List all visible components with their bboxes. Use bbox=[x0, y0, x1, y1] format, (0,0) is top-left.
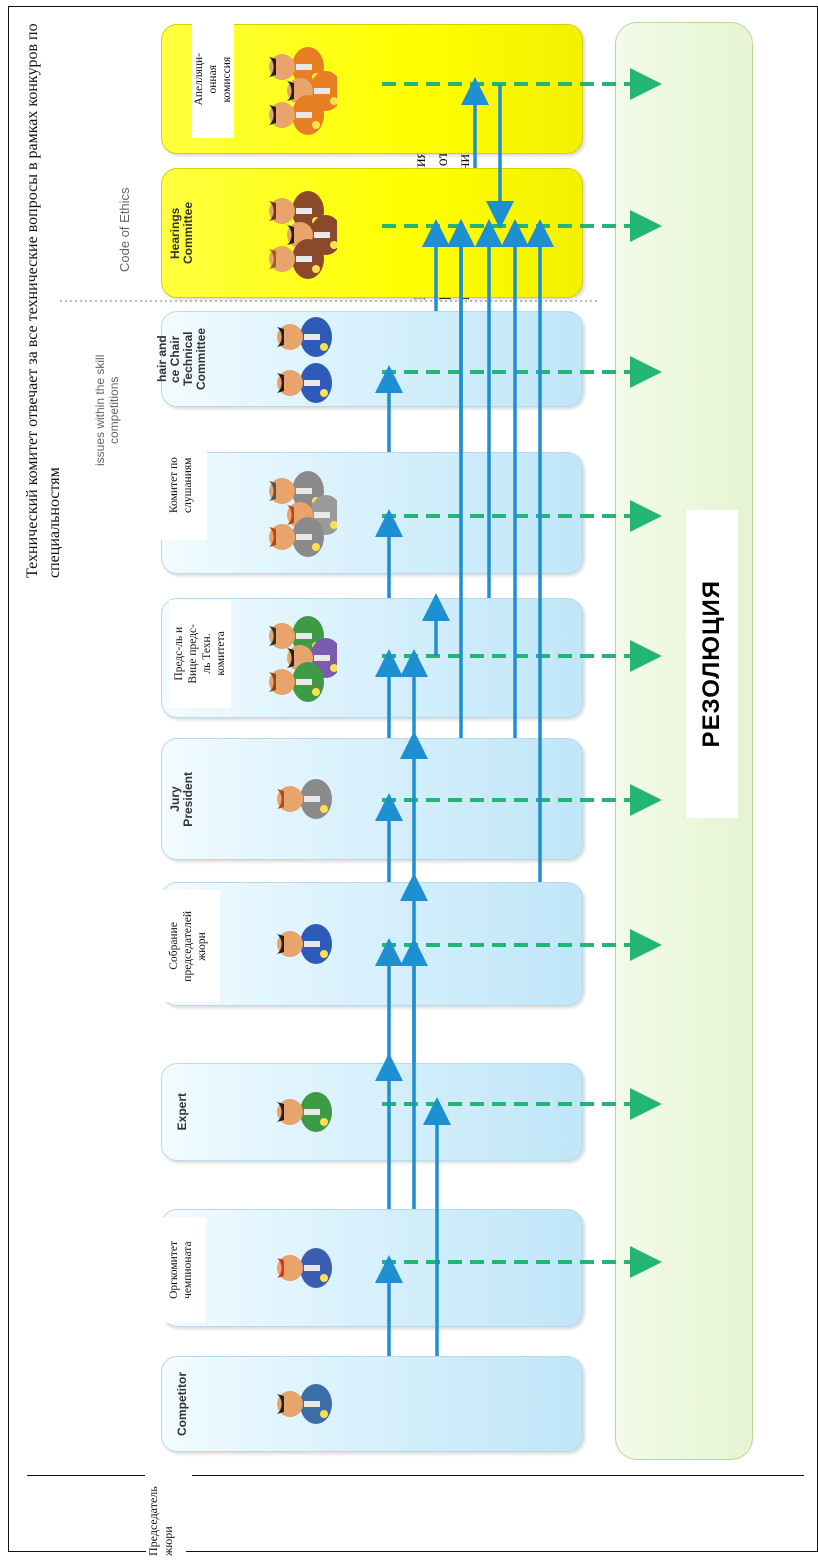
lane-overlay-label-box: Оргкомитет чемпионата bbox=[156, 1217, 206, 1323]
expert-person-icon bbox=[277, 1092, 332, 1132]
lane-6: Jury President meeting bbox=[161, 452, 583, 574]
jury-chairman-label: Председатель жюри bbox=[146, 1456, 186, 1556]
lane-overlay-label-box: Апелляци- онная комисcия bbox=[192, 20, 234, 138]
lane-overlay-label-box: Предс-ль и Вице предс- ль Техн. комитета bbox=[169, 600, 231, 708]
resolution-label-box: РЕЗОЛЮЦИЯ bbox=[686, 510, 738, 818]
jury-assembly-person-icon bbox=[277, 924, 332, 964]
appeal-group-icon bbox=[269, 47, 337, 135]
lane-7: hair and ce Chair Technical Committee bbox=[155, 311, 583, 407]
lane-4: Jury President bbox=[161, 738, 583, 860]
smt-group-icon bbox=[269, 616, 337, 702]
organizer-person-icon bbox=[277, 1248, 332, 1288]
bottom-rule-left bbox=[27, 1475, 145, 1476]
competitor-person-icon bbox=[277, 1384, 332, 1424]
jury-meeting-group-icon bbox=[269, 471, 337, 557]
lane-0: Competitor bbox=[161, 1356, 583, 1452]
tech-committee-group-icon bbox=[277, 317, 332, 403]
hearings-group-icon bbox=[269, 191, 337, 279]
lane-8: Hearings Committee bbox=[161, 168, 583, 298]
lane-2: Expert bbox=[161, 1063, 583, 1161]
jury-president-person-icon bbox=[277, 779, 332, 819]
lane-1 bbox=[161, 1209, 583, 1327]
lane-overlay-label-box: Собрание председателей жюри bbox=[156, 890, 220, 1002]
lane-overlay-label-box: Комитет по слушаниям bbox=[155, 430, 207, 540]
bottom-rule-right bbox=[192, 1475, 804, 1476]
lane-5: ent bbox=[161, 598, 583, 718]
